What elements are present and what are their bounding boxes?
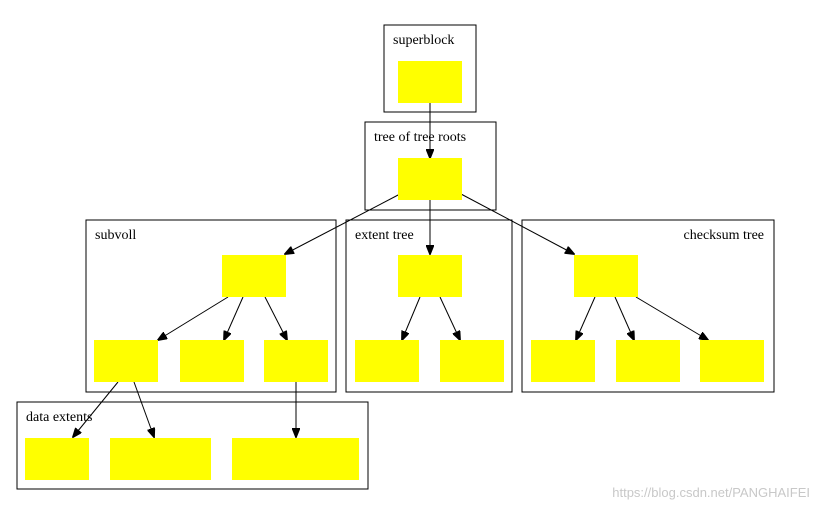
data-extent-node [25, 438, 89, 480]
subvoll-leaf-node [264, 340, 328, 382]
root-tree-node [398, 158, 462, 200]
subvoll-leaf-node [180, 340, 244, 382]
watermark-text: https://blog.csdn.net/PANGHAIFEI [612, 485, 810, 500]
edge-extent-to-leaf-1 [402, 296, 421, 340]
edge-root-to-checksum-tree [460, 193, 574, 254]
subvoll-leaf-node [94, 340, 158, 382]
tree-of-tree-roots-label: tree of tree roots [374, 130, 466, 145]
subvoll-label: subvoll [95, 228, 136, 243]
edge-checksum-to-leaf-2 [614, 296, 634, 340]
extent-tree-leaf-node [440, 340, 504, 382]
data-extent-node [110, 438, 211, 480]
edge-subvoll-to-leaf-1 [158, 296, 229, 340]
subvoll-root-node [222, 255, 286, 297]
edge-subvoll-to-leaf-3 [264, 296, 287, 340]
checksum-tree-leaf-node [616, 340, 680, 382]
checksum-tree-label: checksum tree [684, 228, 764, 243]
edge-checksum-to-leaf-3 [635, 296, 708, 340]
data-extent-node [232, 438, 359, 480]
checksum-tree-leaf-node [531, 340, 595, 382]
superblock-node [398, 61, 462, 103]
edge-checksum-to-leaf-1 [576, 296, 596, 340]
edge-subvoll-leaf-to-extent-1 [73, 381, 119, 437]
edge-subvoll-to-leaf-2 [224, 296, 244, 340]
data-extents-label: data extents [26, 410, 92, 425]
edge-subvoll-leaf-to-extent-2 [133, 381, 154, 437]
checksum-tree-root-node [574, 255, 638, 297]
checksum-tree-leaf-node [700, 340, 764, 382]
extent-tree-leaf-node [355, 340, 419, 382]
edge-root-to-subvoll [285, 193, 401, 254]
extent-tree-root-node [398, 255, 462, 297]
edge-extent-to-leaf-2 [439, 296, 460, 340]
extent-tree-label: extent tree [355, 228, 414, 243]
superblock-label: superblock [393, 33, 454, 48]
